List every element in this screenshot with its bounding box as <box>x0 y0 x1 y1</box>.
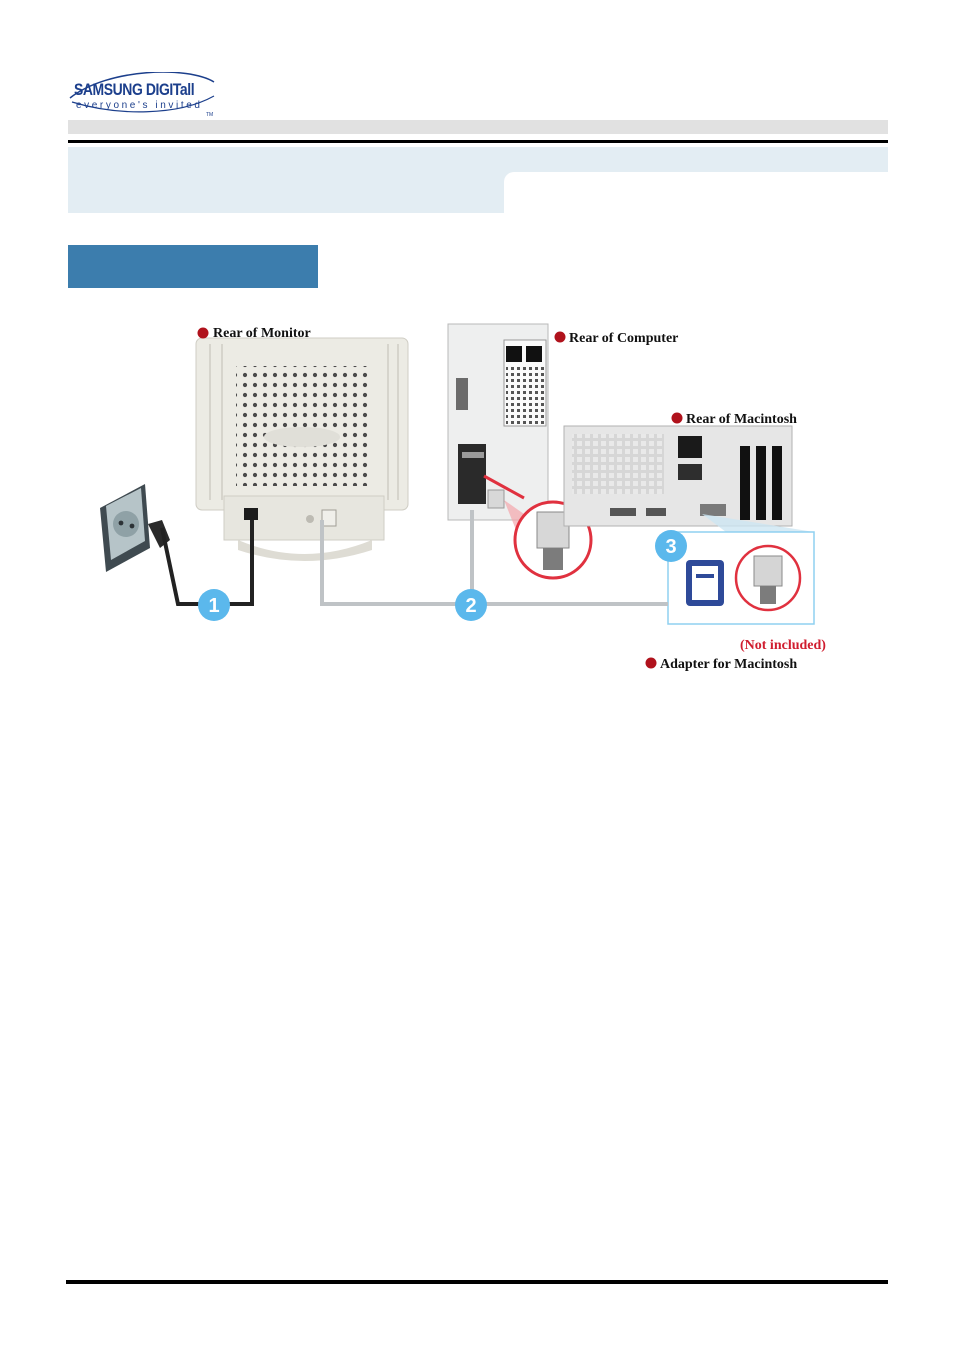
wall-socket <box>100 484 170 572</box>
computer-rear <box>448 324 548 520</box>
bullet-icon <box>672 413 683 424</box>
footer-black-rule <box>66 1280 888 1284</box>
bullet-icon <box>646 658 657 669</box>
label-rear-of-monitor: Rear of Monitor <box>213 326 311 341</box>
step-badge-3: 3 <box>655 530 687 562</box>
label-rear-of-macintosh: Rear of Macintosh <box>686 412 797 427</box>
connection-diagram: Rear of Monitor Rear of Computer Rear of… <box>0 0 954 700</box>
macintosh-rear <box>564 426 792 526</box>
bullet-icon <box>198 328 209 339</box>
label-rear-of-computer: Rear of Computer <box>569 331 678 346</box>
step-badge-1: 1 <box>198 589 230 621</box>
step-badge-2: 2 <box>455 589 487 621</box>
step-number: 3 <box>665 536 676 558</box>
label-adapter-for-macintosh: Adapter for Macintosh <box>660 657 797 672</box>
monitor-rear <box>196 338 408 561</box>
bullet-icon <box>555 332 566 343</box>
label-not-included: (Not included) <box>740 638 826 653</box>
step-number: 1 <box>208 595 219 617</box>
step-number: 2 <box>465 595 476 617</box>
mac-adapter-panel <box>668 514 814 624</box>
